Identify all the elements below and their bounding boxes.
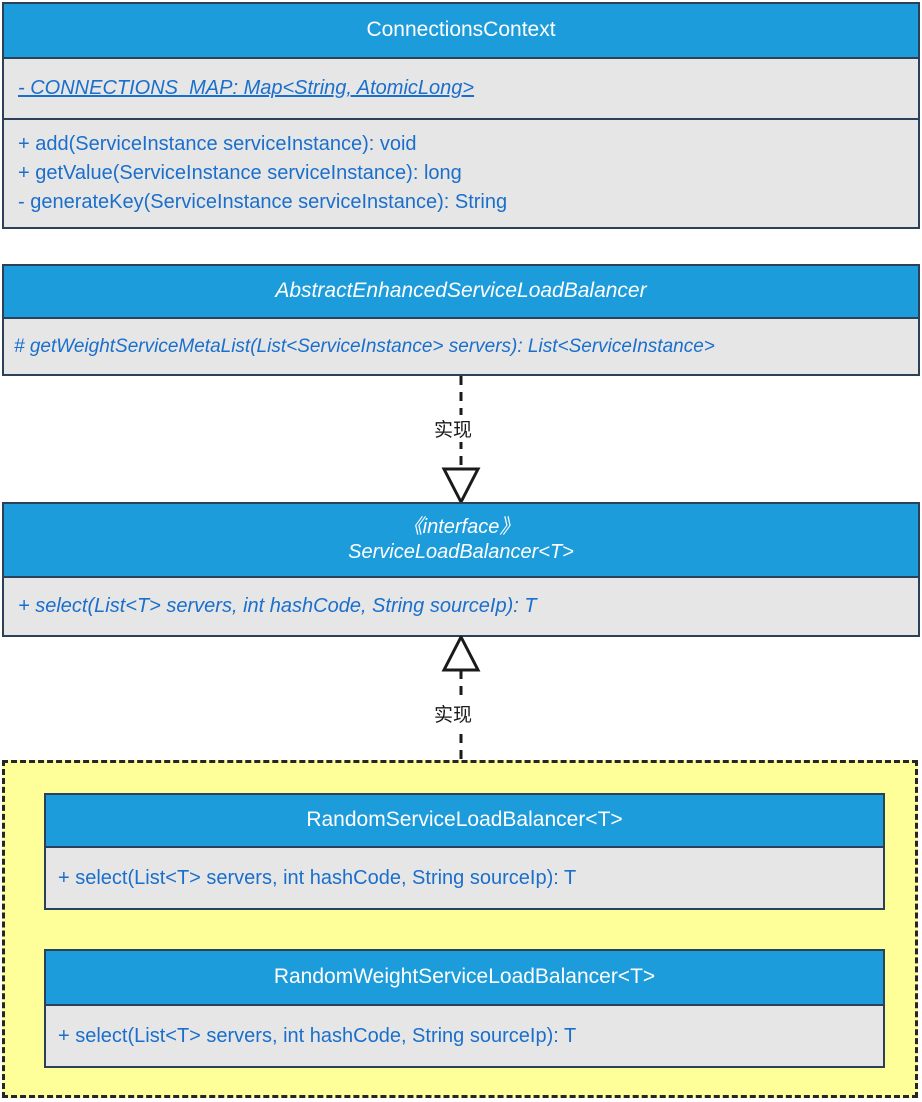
operation-add: + add(ServiceInstance serviceInstance): … [18, 133, 417, 155]
class-box-random-service-load-balancer[interactable]: RandomServiceLoadBalancer<T> + select(Li… [44, 793, 885, 910]
class-box-connections-context[interactable]: ConnectionsContext - CONNECTIONS_MAP: Ma… [2, 2, 920, 229]
operations-compartment-random-service-load-balancer: + select(List<T> servers, int hashCode, … [46, 848, 883, 908]
attributes-compartment-connections-context: - CONNECTIONS_MAP: Map<String, AtomicLon… [4, 59, 918, 118]
operation-select-interface: + select(List<T> servers, int hashCode, … [18, 595, 537, 617]
stereotype-interface: 《interface》 [402, 516, 520, 538]
class-box-random-weight-service-load-balancer[interactable]: RandomWeightServiceLoadBalancer<T> + sel… [44, 949, 885, 1068]
realization-connector-implementations-to-interface [441, 636, 481, 762]
operation-get-weight-service-meta-list: # getWeightServiceMetaList(List<ServiceI… [14, 335, 715, 357]
operation-select-random: + select(List<T> servers, int hashCode, … [58, 866, 577, 889]
class-header-service-load-balancer: 《interface》 ServiceLoadBalancer<T> [4, 504, 918, 578]
class-header-random-weight-service-load-balancer: RandomWeightServiceLoadBalancer<T> [46, 951, 883, 1006]
operation-get-value: + getValue(ServiceInstance serviceInstan… [18, 162, 462, 184]
edge-label-realize-abstract: 实现 [429, 415, 478, 442]
operations-compartment-connections-context: + add(ServiceInstance serviceInstance): … [4, 118, 918, 227]
edge-label-realize-implementations: 实现 [429, 700, 478, 727]
class-name-random-weight-service-load-balancer: RandomWeightServiceLoadBalancer<T> [273, 965, 656, 989]
class-name-service-load-balancer: ServiceLoadBalancer<T> [348, 541, 574, 563]
class-header-random-service-load-balancer: RandomServiceLoadBalancer<T> [46, 795, 883, 848]
operations-compartment-abstract-enhanced: # getWeightServiceMetaList(List<ServiceI… [4, 319, 918, 374]
realization-connector-abstract-to-interface [441, 376, 481, 504]
operation-generate-key: - generateKey(ServiceInstance serviceIns… [18, 191, 508, 213]
class-name-connections-context: ConnectionsContext [366, 18, 556, 42]
hollow-triangle-arrowhead-icon [441, 636, 481, 672]
attribute-connections-map: - CONNECTIONS_MAP: Map<String, AtomicLon… [18, 77, 475, 99]
operations-compartment-service-load-balancer: + select(List<T> servers, int hashCode, … [4, 578, 918, 635]
class-header-abstract-enhanced-service-load-balancer: AbstractEnhancedServiceLoadBalancer [4, 266, 918, 319]
class-name-abstract-enhanced-service-load-balancer: AbstractEnhancedServiceLoadBalancer [275, 279, 647, 303]
operations-compartment-random-weight-service-load-balancer: + select(List<T> servers, int hashCode, … [46, 1006, 883, 1066]
class-box-service-load-balancer[interactable]: 《interface》 ServiceLoadBalancer<T> + sel… [2, 502, 920, 637]
implementations-group[interactable]: RandomServiceLoadBalancer<T> + select(Li… [2, 760, 918, 1098]
class-name-random-service-load-balancer: RandomServiceLoadBalancer<T> [306, 808, 623, 832]
class-header-connections-context: ConnectionsContext [4, 4, 918, 59]
operation-select-random-weight: + select(List<T> servers, int hashCode, … [58, 1024, 577, 1047]
hollow-triangle-arrowhead-icon [441, 467, 481, 504]
class-box-abstract-enhanced-service-load-balancer[interactable]: AbstractEnhancedServiceLoadBalancer # ge… [2, 264, 920, 376]
